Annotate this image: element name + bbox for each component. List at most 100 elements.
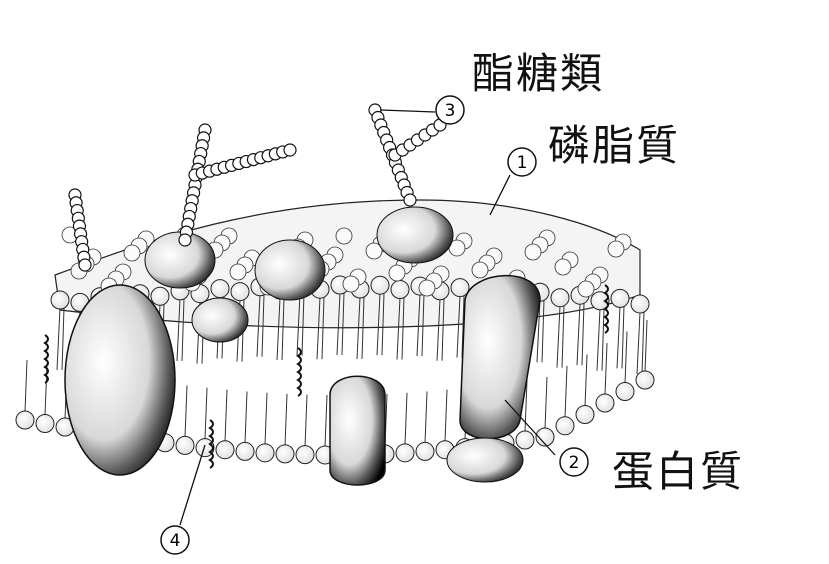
lipid-tail bbox=[541, 300, 545, 363]
lipid-tail bbox=[56, 307, 61, 371]
lipid-head bbox=[35, 414, 55, 434]
marker-3: 3 bbox=[435, 95, 465, 125]
lipid-tail bbox=[361, 297, 365, 360]
marker-3-label: 3 bbox=[445, 101, 456, 121]
lipid-head bbox=[577, 280, 595, 298]
lipid-tail bbox=[616, 306, 621, 369]
lipid-head bbox=[390, 280, 410, 300]
lipid-tail bbox=[636, 311, 641, 375]
lipid-tail bbox=[184, 385, 188, 438]
lipid-head bbox=[365, 242, 383, 260]
lipid-head bbox=[123, 244, 141, 262]
lipid-head bbox=[255, 443, 275, 463]
lipid-tail bbox=[624, 331, 628, 384]
lipid-head bbox=[595, 393, 615, 413]
lipid-tail bbox=[336, 292, 341, 356]
lipid-tail bbox=[304, 394, 308, 447]
sugar-bead bbox=[78, 258, 92, 272]
cholesterol-coil bbox=[208, 419, 214, 469]
lipid-head bbox=[215, 440, 235, 460]
lipid-tail bbox=[644, 319, 648, 373]
lipid-tail bbox=[556, 305, 561, 368]
lipid-tail bbox=[341, 293, 345, 356]
sugar-bead bbox=[283, 143, 297, 157]
sugar-bead bbox=[403, 193, 417, 207]
marker-2: 2 bbox=[559, 447, 589, 477]
lipid-tail bbox=[324, 394, 328, 447]
lipid-tail bbox=[284, 393, 288, 446]
mid-top-protein bbox=[254, 239, 326, 301]
lipid-head bbox=[415, 441, 435, 461]
lipid-tail bbox=[204, 387, 208, 440]
lipid-tail bbox=[584, 354, 588, 407]
membrane-proteins bbox=[64, 206, 541, 486]
lipid-tail bbox=[404, 392, 408, 445]
lipid-tail bbox=[296, 293, 301, 356]
lipid-head bbox=[335, 227, 353, 245]
lipid-tail bbox=[181, 298, 185, 361]
lipid-head bbox=[554, 258, 572, 276]
lipid-tail bbox=[264, 392, 268, 445]
lipid-tail bbox=[596, 308, 601, 371]
right-transmembrane-protein bbox=[459, 274, 541, 440]
lipid-head bbox=[295, 445, 315, 465]
lipid-head bbox=[388, 264, 406, 282]
lipid-tail bbox=[576, 303, 581, 366]
lipid-tail bbox=[621, 306, 625, 369]
lipid-tail bbox=[301, 293, 305, 356]
lipid-tail bbox=[601, 308, 605, 371]
lipid-tail bbox=[321, 297, 325, 360]
lipid-head bbox=[471, 261, 489, 279]
left-transmembrane-protein bbox=[64, 284, 176, 476]
lipid-tail bbox=[424, 391, 428, 444]
cholesterol-coil bbox=[43, 334, 49, 384]
small-peripheral-protein bbox=[191, 297, 249, 343]
lipid-head bbox=[524, 243, 542, 261]
lipid-head bbox=[515, 430, 535, 450]
marker-1-label: 1 bbox=[517, 153, 528, 173]
u-shaped-protein bbox=[329, 375, 386, 486]
annotation-protein: 蛋白質 bbox=[612, 447, 745, 496]
sugar-chains bbox=[68, 103, 447, 272]
lipid-tail bbox=[61, 307, 65, 371]
lipid-tail bbox=[256, 294, 261, 357]
lipid-head bbox=[150, 286, 170, 306]
leader-lines bbox=[179, 109, 556, 526]
lipid-tail bbox=[381, 293, 385, 356]
lipid-head bbox=[610, 288, 630, 308]
lipid-head bbox=[175, 435, 195, 455]
lipid-tail bbox=[604, 343, 608, 396]
lipid-tail bbox=[261, 294, 265, 357]
sugar-bead bbox=[178, 233, 192, 247]
lipid-tail bbox=[316, 297, 321, 360]
lipid-tail bbox=[421, 294, 425, 357]
lipid-head bbox=[418, 279, 436, 297]
lipid-tail bbox=[44, 363, 48, 416]
cholesterol-coil bbox=[603, 284, 609, 334]
lipid-head bbox=[635, 370, 655, 390]
lipid-tail bbox=[224, 389, 228, 442]
lipid-tail bbox=[244, 391, 248, 444]
lipid-tail bbox=[416, 294, 421, 357]
lipid-tail bbox=[436, 298, 441, 361]
lipid-head bbox=[630, 294, 650, 314]
lipid-tail bbox=[24, 359, 28, 413]
lipid-tail bbox=[536, 300, 541, 363]
lipid-head bbox=[615, 382, 635, 402]
lipid-tail bbox=[376, 293, 381, 356]
lipid-tail bbox=[401, 297, 405, 360]
marker-2-label: 2 bbox=[569, 453, 580, 473]
cholesterol-coil bbox=[296, 347, 302, 397]
lipid-tail bbox=[444, 389, 448, 442]
lipid-tail bbox=[176, 298, 181, 361]
lipid-head bbox=[555, 416, 575, 436]
lipid-head bbox=[229, 263, 247, 281]
leader-line-3 bbox=[379, 109, 436, 113]
lipid-tail bbox=[561, 305, 565, 368]
lipid-head bbox=[450, 278, 470, 298]
lipid-tail bbox=[356, 296, 361, 360]
glycoprotein-top bbox=[376, 206, 454, 264]
lipid-tail bbox=[544, 376, 548, 430]
lipid-head bbox=[275, 444, 295, 464]
lipid-head bbox=[535, 427, 555, 447]
